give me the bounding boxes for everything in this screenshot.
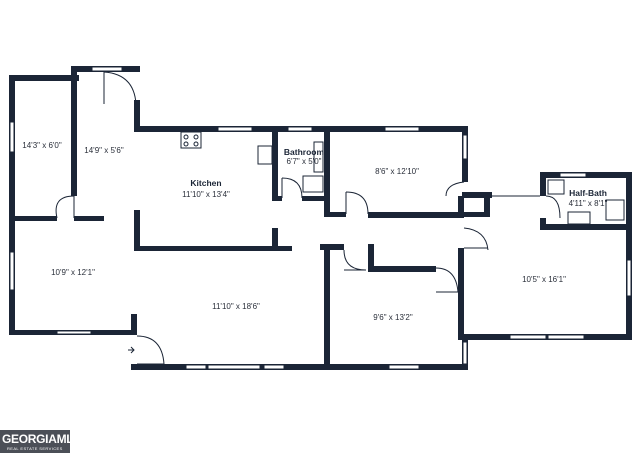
bedroom-2-dims: 9'6" x 13'2" xyxy=(373,313,413,322)
room-1-dims: 14'3" x 6'0" xyxy=(22,141,62,150)
stove-icon xyxy=(180,131,202,149)
logo-tagline: REAL ESTATE SERVICES xyxy=(7,446,63,451)
bedroom-3-dims: 10'5" x 16'1" xyxy=(522,275,566,284)
kitchen-name: Kitchen xyxy=(190,178,221,188)
cabinet-icon xyxy=(567,211,591,225)
toilet-icon xyxy=(313,141,324,173)
walls xyxy=(9,66,632,370)
toilet-icon-2 xyxy=(547,179,565,195)
half-bath-dims: 4'11" x 8'1" xyxy=(569,199,608,208)
room-labels: 14'3" x 6'0" 14'9" x 5'6" Kitchen 11'10"… xyxy=(22,141,607,322)
logo-name: GEORGIAMLS xyxy=(2,432,82,446)
half-bath-name: Half-Bath xyxy=(569,188,607,198)
georgiamls-logo: GEORGIAMLS REAL ESTATE SERVICES xyxy=(0,430,81,453)
sink-icon-2 xyxy=(605,199,625,221)
room-2-dims: 14'9" x 5'6" xyxy=(84,146,124,155)
doors xyxy=(55,71,561,365)
entry-arrow-icon xyxy=(128,346,135,354)
sink-icon xyxy=(257,145,273,165)
bathroom-name: Bathroom xyxy=(284,147,325,157)
living-room-dims: 11'10" x 18'6" xyxy=(212,302,260,311)
bedroom-1-dims: 8'6" x 12'10" xyxy=(375,167,419,176)
fixtures xyxy=(128,131,625,354)
room-left-dims: 10'9" x 12'1" xyxy=(51,268,95,277)
bathtub-icon xyxy=(302,175,324,193)
kitchen-dims: 11'10" x 13'4" xyxy=(182,190,230,199)
windows xyxy=(9,66,632,370)
bathroom-dims: 6'7" x 5'0" xyxy=(287,157,322,166)
